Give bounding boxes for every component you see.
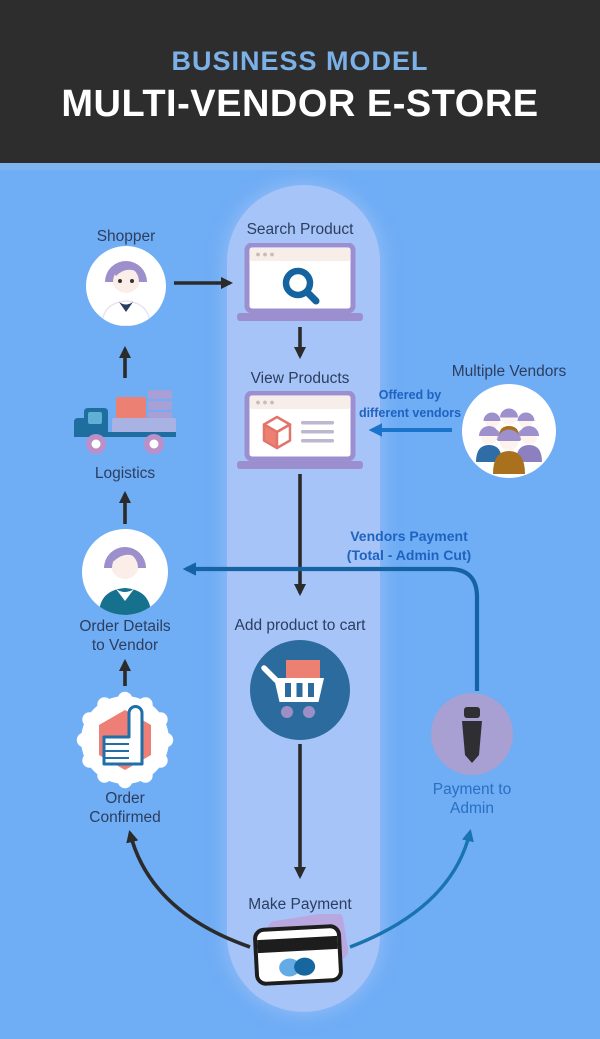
- vendor-avatar-icon: [99, 547, 151, 615]
- make-payment-label: Make Payment: [248, 896, 352, 913]
- vendors-group-icon: [476, 408, 542, 474]
- view-browser-icon: [237, 391, 363, 469]
- search-product-node: [237, 243, 363, 321]
- truck-icon: [74, 390, 176, 454]
- search-browser-icon: [237, 243, 363, 321]
- product-cube-icon: [262, 415, 292, 450]
- search-product-label: Search Product: [246, 221, 354, 238]
- header-eyebrow: BUSINESS MODEL: [171, 45, 429, 76]
- vendors-payment-annotation: Vendors Payment (Total - Admin Cut): [346, 528, 472, 563]
- arrow-payment-to-confirmed: [126, 830, 251, 949]
- header-accent-strip: [0, 163, 600, 170]
- multiple-vendors-node: [462, 384, 556, 478]
- order-confirmed-node: [75, 690, 175, 790]
- multiple-vendors-label: Multiple Vendors: [451, 363, 567, 380]
- credit-card-icon: [253, 914, 349, 986]
- add-to-cart-node: [250, 640, 350, 740]
- make-payment-node: [252, 914, 352, 986]
- shopper-node: [86, 246, 166, 326]
- logistics-node: [70, 388, 180, 458]
- arrow-admin-to-vendor-payment: [182, 562, 480, 691]
- view-products-label: View Products: [250, 370, 350, 387]
- tie-icon: [462, 707, 482, 763]
- order-details-label: Order Details to Vendor: [79, 618, 171, 654]
- page-title: MULTI-VENDOR E-STORE: [61, 82, 539, 125]
- offered-by-annotation: Offered by different vendors: [358, 388, 462, 420]
- order-details-node: [82, 529, 168, 615]
- magnifier-icon: [282, 267, 320, 305]
- shopper-avatar-icon: [101, 261, 151, 326]
- text-lines-icon: [301, 421, 334, 443]
- logistics-label: Logistics: [94, 465, 156, 482]
- shopper-label: Shopper: [96, 228, 156, 245]
- arrow-payment-to-admin: [349, 829, 474, 949]
- view-products-node: [237, 391, 363, 469]
- add-to-cart-label: Add product to cart: [234, 617, 366, 634]
- header-banner: BUSINESS MODEL MULTI-VENDOR E-STORE: [0, 0, 600, 163]
- payment-to-admin-node: [431, 693, 513, 775]
- payment-to-admin-label: Payment to Admin: [432, 781, 512, 817]
- thumbs-up-badge-icon: [76, 691, 174, 789]
- order-confirmed-label: Order Confirmed: [89, 790, 161, 826]
- cart-icon: [250, 640, 350, 740]
